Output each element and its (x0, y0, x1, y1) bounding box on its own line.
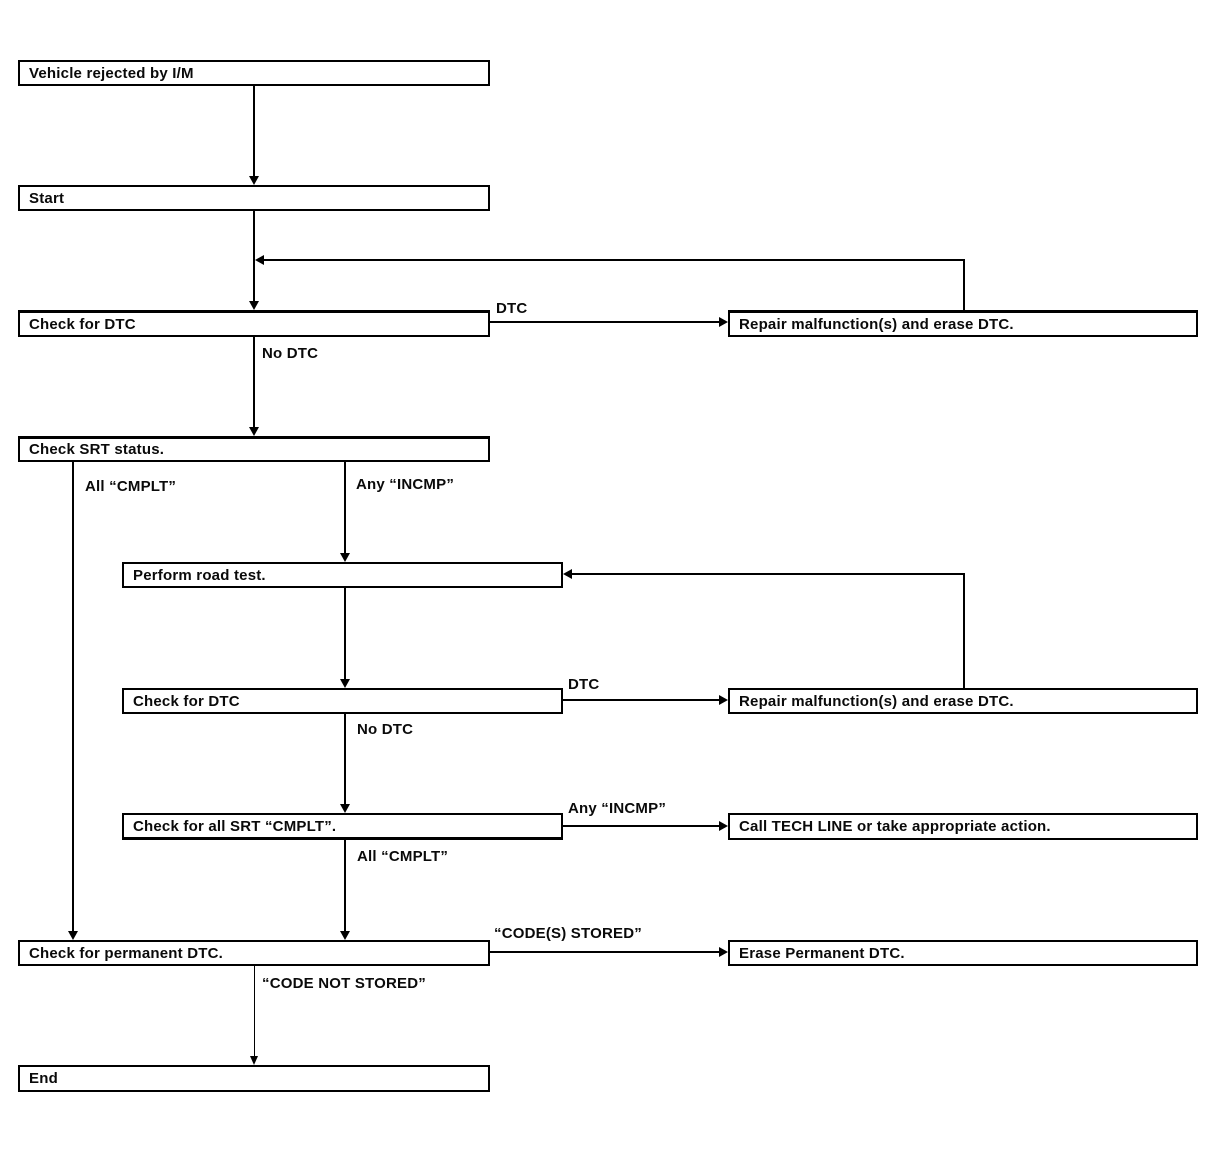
arrowhead-down-icon (68, 931, 78, 940)
edge-repair2-feedback-vertical (963, 573, 965, 688)
arrowhead-down-icon (249, 176, 259, 185)
edge-label-any-incmp-1: Any “INCMP” (356, 476, 455, 493)
node-start: Start (18, 185, 490, 211)
node-repair-malfunction-2: Repair malfunction(s) and erase DTC. (728, 688, 1198, 714)
edge-checkdtc2-to-repair2 (563, 699, 720, 701)
edge-checksrt-to-checkpermanent (72, 462, 74, 931)
edge-repair1-feedback-vertical (963, 259, 965, 310)
arrowhead-down-icon (340, 931, 350, 940)
node-check-permanent-dtc: Check for permanent DTC. (18, 940, 490, 966)
edge-checkallsrt-to-techline (563, 825, 720, 827)
arrowhead-down-icon (340, 553, 350, 562)
edge-label-all-cmplt-1: All “CMPLT” (85, 478, 177, 495)
edge-label-codes-stored: “CODE(S) STORED” (494, 925, 642, 942)
node-erase-permanent-dtc: Erase Permanent DTC. (728, 940, 1198, 966)
arrowhead-right-icon (719, 695, 728, 705)
arrowhead-right-icon (719, 821, 728, 831)
edge-label-all-cmplt-2: All “CMPLT” (357, 848, 449, 865)
arrowhead-left-icon (563, 569, 572, 579)
edge-vehicle-to-start (253, 86, 255, 177)
arrowhead-down-icon (249, 427, 259, 436)
edge-start-to-checkdtc1 (253, 211, 255, 301)
node-vehicle-rejected: Vehicle rejected by I/M (18, 60, 490, 86)
arrowhead-down-icon (249, 301, 259, 310)
edge-checkpermanent-to-erase (490, 951, 720, 953)
edge-repair2-feedback-horizontal (570, 573, 965, 575)
edge-label-dtc-1: DTC (496, 300, 528, 317)
edge-label-any-incmp-2: Any “INCMP” (568, 800, 667, 817)
edge-checkdtc2-to-checkallsrt (344, 714, 346, 804)
node-check-all-srt-cmplt: Check for all SRT “CMPLT”. (122, 813, 563, 840)
edge-label-dtc-2: DTC (568, 676, 600, 693)
edge-checkallsrt-to-checkpermanent (344, 840, 346, 931)
edge-roadtest-to-checkdtc2 (344, 588, 346, 679)
arrowhead-left-icon (255, 255, 264, 265)
edge-checkpermanent-to-end (254, 966, 255, 1056)
node-repair-malfunction-1: Repair malfunction(s) and erase DTC. (728, 310, 1198, 337)
arrowhead-down-icon (340, 804, 350, 813)
edge-checkdtc1-to-repair1 (490, 321, 720, 323)
edge-checkdtc1-to-checksrt (253, 337, 255, 427)
arrowhead-down-icon (250, 1056, 258, 1065)
node-check-for-dtc-2: Check for DTC (122, 688, 563, 714)
edge-label-no-dtc-2: No DTC (357, 721, 414, 738)
node-end: End (18, 1065, 490, 1092)
arrowhead-down-icon (340, 679, 350, 688)
edge-repair1-feedback-horizontal (260, 259, 965, 261)
node-check-srt-status: Check SRT status. (18, 436, 490, 462)
edge-checksrt-to-roadtest (344, 462, 346, 553)
arrowhead-right-icon (719, 947, 728, 957)
arrowhead-right-icon (719, 317, 728, 327)
edge-label-no-dtc-1: No DTC (262, 345, 319, 362)
edge-label-code-not-stored: “CODE NOT STORED” (262, 975, 426, 992)
node-check-for-dtc-1: Check for DTC (18, 310, 490, 337)
node-perform-road-test: Perform road test. (122, 562, 563, 588)
node-call-tech-line: Call TECH LINE or take appropriate actio… (728, 813, 1198, 840)
